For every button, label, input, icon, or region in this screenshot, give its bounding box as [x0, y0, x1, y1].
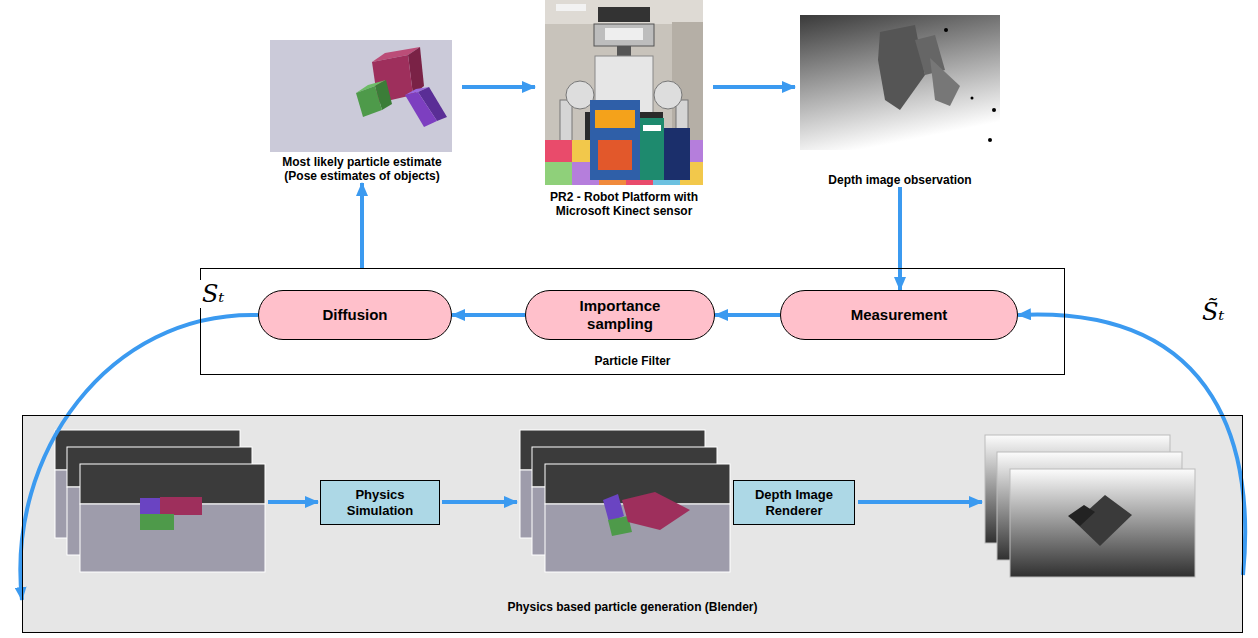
- box-label: Physics Simulation: [330, 487, 430, 519]
- box-label: Diffusion: [323, 306, 388, 324]
- group-title: Particle Filter: [594, 354, 670, 368]
- robot-photo: [545, 0, 703, 185]
- flow-arrow: [858, 500, 982, 504]
- box-label: Measurement: [851, 306, 948, 324]
- photo-panel: PR2 - Robot Platform with Microsoft Kine…: [535, 0, 713, 218]
- depth-image: [878, 25, 925, 110]
- flow-arrow: [462, 85, 535, 89]
- robot-photo: [595, 110, 635, 128]
- depth-stack: [1068, 505, 1095, 526]
- pose-estimate-render: [356, 86, 382, 117]
- flow-arrow: [20, 315, 258, 600]
- flow-arrow: [268, 500, 318, 504]
- process-box: Depth Image Renderer: [733, 480, 855, 525]
- robot-photo: [605, 28, 643, 40]
- pose-estimate-render: [270, 40, 452, 152]
- pose-estimate-render: [405, 92, 437, 127]
- flow-arrow: [898, 187, 902, 290]
- robot-photo: [594, 24, 654, 46]
- image-panel: Most likely particle estimate (Pose esti…: [262, 40, 462, 183]
- robot-photo: [617, 46, 631, 56]
- image-caption: PR2 - Robot Platform with Microsoft Kine…: [539, 190, 709, 218]
- group-box: Physics based particle generation (Blend…: [22, 415, 1243, 633]
- depth-image: [988, 138, 992, 142]
- depth-image: [800, 15, 1000, 150]
- depth-image: [930, 58, 960, 106]
- robot-photo: [598, 7, 650, 22]
- robot-photo: [545, 0, 703, 185]
- image-caption: Depth image observation: [828, 173, 971, 187]
- robot-photo: [590, 100, 640, 180]
- robot-photo: [598, 140, 632, 170]
- flow-arrow: [360, 183, 364, 268]
- depth-image: [992, 108, 996, 112]
- flow-arrow: [452, 313, 525, 317]
- robot-photo: [654, 81, 682, 109]
- group-title: Physics based particle generation (Blend…: [507, 600, 757, 614]
- robot-photo: [643, 125, 661, 131]
- depth-image: [800, 15, 1000, 150]
- group-box: Particle Filter Diffusion Importance sampl…: [200, 268, 1065, 375]
- depth-stack: [985, 435, 1195, 577]
- image-panel: Depth image observation: [795, 15, 1005, 187]
- box-label: Depth Image Renderer: [744, 487, 844, 519]
- robot-photo: [545, 140, 572, 162]
- image-caption: Most likely particle estimate (Pose esti…: [267, 155, 457, 183]
- flow-arrow: [715, 313, 780, 317]
- scene-stack: [622, 492, 690, 530]
- robot-photo: [640, 118, 664, 180]
- flow-arrow: [713, 85, 795, 89]
- edge-label: S̃ₜ: [1200, 298, 1226, 326]
- robot-photo: [560, 100, 572, 145]
- flow-arrow: [1018, 315, 1245, 575]
- robot-photo: [545, 162, 572, 185]
- depth-image: [944, 28, 948, 32]
- process-pill: Measurement: [780, 290, 1018, 340]
- pose-estimate-render: [270, 40, 452, 152]
- scene-stack: [140, 514, 174, 530]
- process-box: Physics Simulation: [320, 480, 440, 525]
- box-label: Importance sampling: [565, 297, 675, 333]
- depth-image: [971, 97, 974, 100]
- scene-stack: [520, 430, 730, 572]
- process-pill: Diffusion: [258, 290, 452, 340]
- depth-stack: [1010, 469, 1195, 577]
- scene-stack: [140, 498, 160, 514]
- robot-photo: [566, 81, 594, 109]
- scene-stack: [80, 504, 265, 572]
- flow-arrow: [442, 500, 517, 504]
- edge-label: Sₜ: [200, 280, 226, 308]
- robot-photo: [664, 128, 690, 180]
- scene-stack: [160, 497, 202, 515]
- robot-photo: [556, 4, 586, 11]
- process-pill: Importance sampling: [525, 290, 715, 340]
- robot-photo: [545, 0, 703, 24]
- panel-ground: [22, 415, 1243, 633]
- scene-stack: [55, 430, 265, 572]
